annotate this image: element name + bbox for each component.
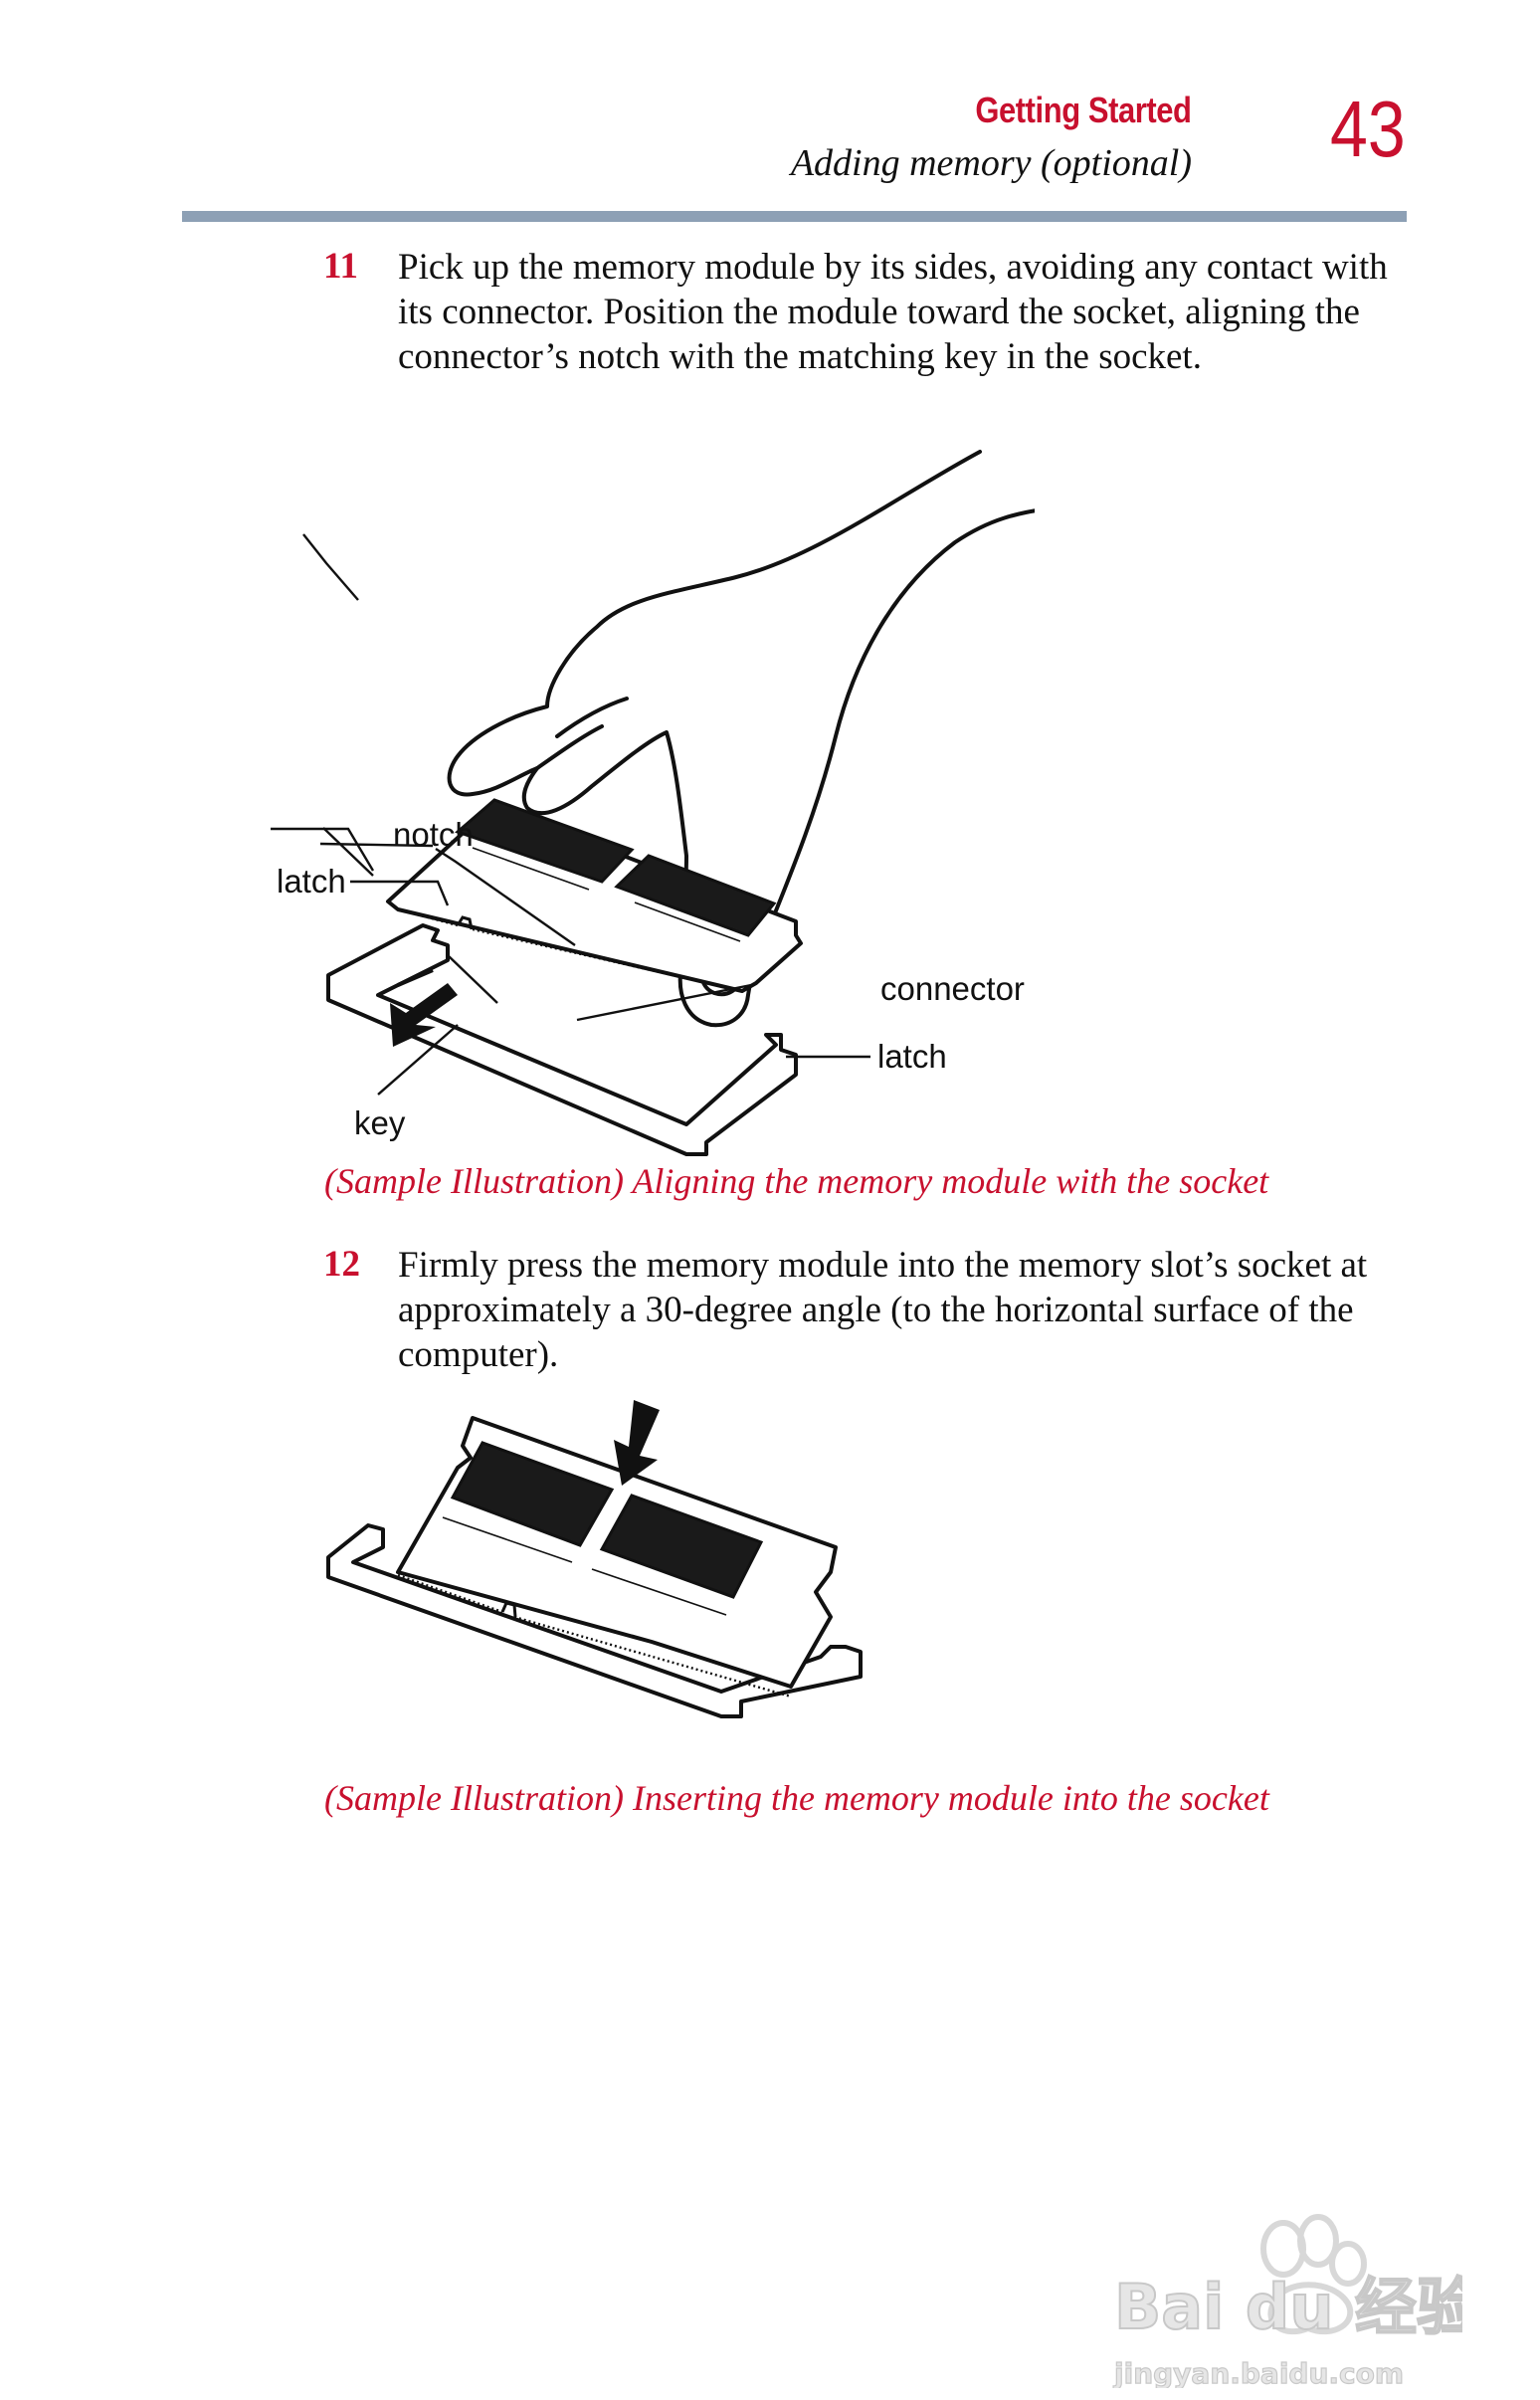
step-12: 12 Firmly press the memory module into t… — [323, 1243, 1408, 1377]
hand-illustration — [447, 450, 1035, 1028]
step-11: 11 Pick up the memory module by its side… — [323, 245, 1408, 379]
label-connector: connector — [880, 970, 1025, 1007]
connector-leader — [576, 983, 752, 1022]
memory-module — [386, 798, 803, 993]
running-header-subsection: Adding memory (optional) — [790, 142, 1192, 184]
step-text: Firmly press the memory module into the … — [398, 1245, 1368, 1375]
step-number: 11 — [323, 246, 358, 287]
label-notch: notch — [393, 816, 474, 853]
running-header-section: Getting Started — [975, 90, 1193, 130]
notch-leader — [435, 847, 576, 946]
watermark-url: jingyan.baidu.com — [1113, 2357, 1404, 2388]
watermark-brand: Bai du 经验 — [1114, 2271, 1462, 2343]
label-latch-left: latch — [277, 863, 346, 900]
figure1-caption: (Sample Illustration) Aligning the memor… — [324, 1161, 1269, 1201]
figure2-caption: (Sample Illustration) Inserting the memo… — [324, 1778, 1269, 1818]
label-latch-right: latch — [877, 1038, 947, 1075]
figure-aligning-labels: notch latch connector latch key — [277, 816, 1025, 1141]
figure-inserting-module — [326, 1400, 863, 1718]
memory-socket — [326, 923, 798, 1156]
memory-module-inserted — [396, 1416, 838, 1699]
press-arrow — [614, 1400, 660, 1486]
step-number: 12 — [323, 1244, 360, 1285]
figure-aligning-module — [271, 450, 1035, 1156]
page-number: 43 — [1330, 85, 1406, 173]
insert-arrow — [390, 983, 458, 1047]
latch-left-leader — [350, 880, 450, 906]
header-rule — [182, 211, 1407, 222]
baidu-jingyan-watermark: Bai du 经验 jingyan.baidu.com — [1112, 2214, 1462, 2388]
label-key: key — [354, 1104, 406, 1141]
step-text: Pick up the memory module by its sides, … — [398, 247, 1388, 377]
key-leader — [377, 1024, 459, 1096]
